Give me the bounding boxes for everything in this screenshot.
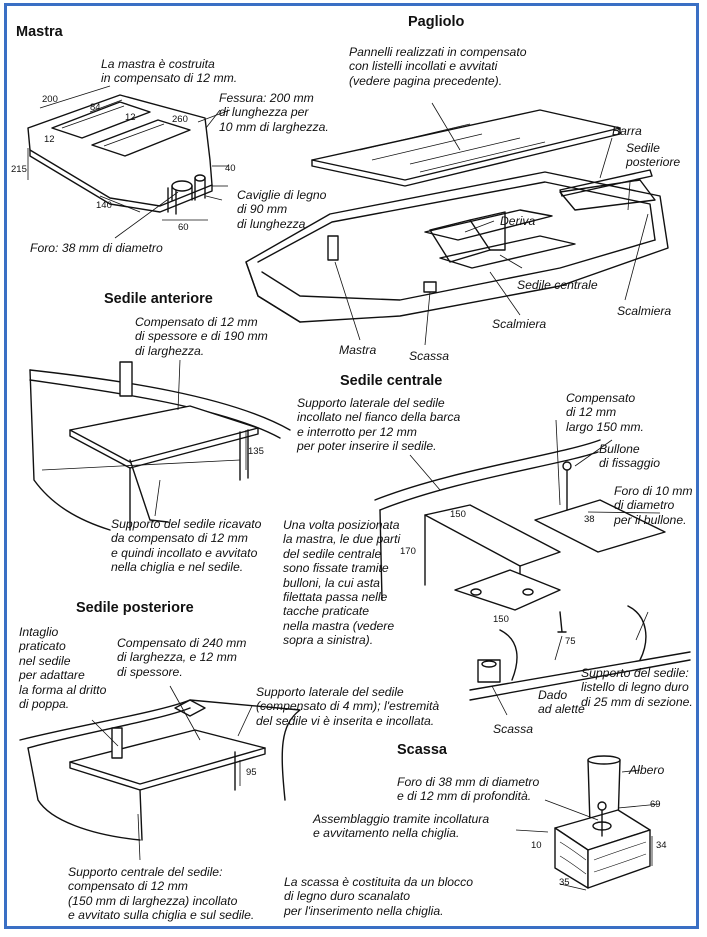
sedile-posteriore-title: Sedile posteriore: [76, 600, 194, 616]
label-mastra: Mastra: [339, 343, 377, 357]
scassa-block-note: La scassa è costituita da un blocco di l…: [284, 875, 474, 918]
sedile-centrale-dim-150a: 150: [450, 509, 466, 520]
mastra-dim-40: 40: [225, 163, 236, 174]
sedile-centrale-hole-note: Foro di 10 mm di diametro per il bullone…: [614, 484, 693, 527]
mastra-dim-12b: 12: [125, 112, 136, 123]
sedile-centrale-dim-38: 38: [584, 514, 595, 525]
mastra-slot-note: Fessura: 200 mm di lunghezza per 10 mm d…: [219, 91, 329, 134]
sedile-centrale-main-note: Una volta posizionata la mastra, le due …: [283, 518, 401, 648]
mastra-drawing: [27, 85, 231, 239]
sedile-centrale-dim-170: 170: [400, 546, 416, 557]
boat-overview-drawing: [245, 102, 669, 346]
sedile-centrale-bolt-note: Bullone di fissaggio: [599, 442, 660, 471]
label-scalmiera-stern: Scalmiera: [617, 304, 672, 318]
label-deriva: Deriva: [500, 214, 536, 228]
sedile-anteriore-ply-note: Compensato di 12 mm di spessore e di 190…: [135, 315, 268, 358]
scassa-albero-label: Albero: [629, 763, 665, 777]
sedile-posteriore-side-note: Supporto laterale del sedile (compensato…: [256, 685, 440, 728]
scassa-dim-10: 10: [531, 840, 542, 851]
sedile-posteriore-drawing: [19, 685, 301, 861]
mastra-dim-200: 200: [42, 94, 58, 105]
sedile-centrale-nut-note: Dado ad alette: [538, 688, 585, 717]
sedile-posteriore-center-note: Supporto centrale del sedile: compensato…: [68, 865, 255, 923]
mastra-hole-note: Foro: 38 mm di diametro: [30, 241, 163, 255]
mastra-dim-215: 215: [11, 164, 27, 175]
scassa-hole-note: Foro di 38 mm di diametro e di 12 mm di …: [397, 775, 540, 804]
sedile-anteriore-drawing: [29, 359, 291, 531]
mastra-dim-60: 60: [178, 222, 189, 233]
mastra-dim-260: 260: [172, 114, 188, 125]
mastra-dim-140: 140: [96, 200, 112, 211]
sedile-centrale-side-note: Supporto laterale del sedile incollato n…: [297, 396, 461, 454]
mastra-dim-12a: 12: [44, 134, 55, 145]
scassa-dim-35: 35: [559, 877, 570, 888]
scassa-drawing: [515, 755, 661, 891]
sedile-posteriore-cut-note: Intaglio praticato nel sedile per adatta…: [19, 625, 107, 712]
mastra-pegs-note: Caviglie di legno di 90 mm di lunghezza.: [237, 188, 327, 231]
scassa-dim-69: 69: [650, 799, 661, 810]
mastra-dim-84: 84: [90, 102, 101, 113]
sedile-posteriore-ply-note: Compensato di 240 mm di larghezza, e 12 …: [117, 636, 247, 679]
label-scalmiera-center: Scalmiera: [492, 317, 547, 331]
sedile-centrale-title: Sedile centrale: [340, 373, 443, 389]
sedile-centrale-dim-75: 75: [565, 636, 576, 647]
label-scassa: Scassa: [409, 349, 449, 363]
mastra-title: Mastra: [16, 24, 63, 40]
label-sedile-centrale: Sedile centrale: [517, 278, 598, 292]
mastra-material-note: La mastra è costruita in compensato di 1…: [101, 57, 238, 86]
sedile-centrale-drawing: [374, 419, 691, 716]
sedile-anteriore-dim-135: 135: [248, 446, 264, 457]
sedile-posteriore-dim-95: 95: [246, 767, 257, 778]
scassa-dim-34: 34: [656, 840, 667, 851]
scassa-join-note: Assemblaggio tramite incollatura e avvit…: [313, 812, 490, 841]
sedile-centrale-dim-150b: 150: [493, 614, 509, 625]
sedile-centrale-support-note: Supporto del sedile: listello di legno d…: [581, 666, 693, 709]
label-sedile-posteriore: Sedile posteriore: [626, 141, 681, 170]
scassa-title: Scassa: [397, 742, 447, 758]
sedile-anteriore-support-note: Supporto del sedile ricavato da compensa…: [111, 517, 262, 575]
pagliolo-title: Pagliolo: [408, 14, 465, 30]
sedile-anteriore-title: Sedile anteriore: [104, 291, 213, 307]
label-barra: Barra: [612, 124, 642, 138]
page-frame: [4, 3, 699, 929]
sedile-centrale-ply-note: Compensato di 12 mm largo 150 mm.: [566, 391, 644, 434]
pagliolo-note: Pannelli realizzati in compensato con li…: [349, 45, 527, 88]
sedile-centrale-scassa-label: Scassa: [493, 722, 533, 736]
